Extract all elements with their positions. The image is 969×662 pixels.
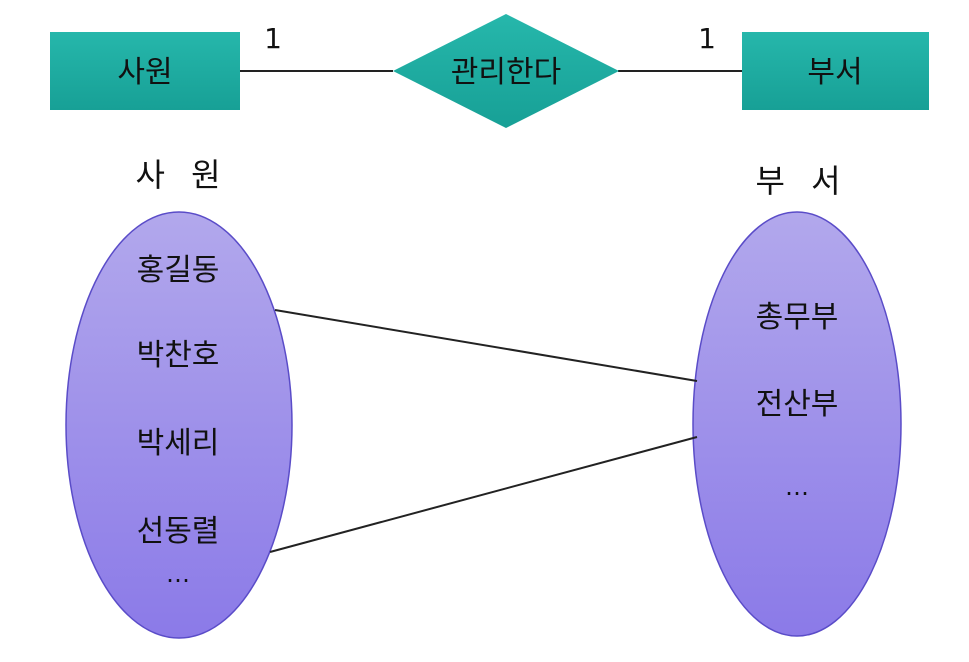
department-set-ellipse bbox=[692, 211, 902, 637]
entity-department: 부서 bbox=[742, 32, 929, 110]
employee-member: 박찬호 bbox=[137, 338, 220, 373]
cardinality-left: 1 bbox=[264, 22, 282, 55]
employee-set-ellipse bbox=[65, 211, 293, 639]
mapping-line-2 bbox=[269, 436, 698, 553]
department-member-more: … bbox=[785, 473, 809, 501]
entity-department-box bbox=[742, 32, 929, 110]
mapping-line-1 bbox=[274, 309, 698, 382]
relationship-manages: 관리한다 bbox=[393, 14, 619, 128]
entity-employee-label: 사원 bbox=[117, 55, 172, 90]
entity-employee: 사원 bbox=[50, 32, 240, 110]
entity-employee-box bbox=[50, 32, 240, 110]
employee-member: 홍길동 bbox=[137, 253, 220, 288]
relationship-label: 관리한다 bbox=[451, 55, 561, 90]
set-title-department: 부 서 bbox=[755, 162, 848, 200]
entity-department-label: 부서 bbox=[807, 55, 862, 90]
employee-member-more: … bbox=[166, 560, 190, 588]
set-title-employee: 사 원 bbox=[135, 156, 228, 194]
relationship-diamond bbox=[393, 14, 619, 128]
department-member: 총무부 bbox=[756, 300, 839, 335]
employee-member: 선동렬 bbox=[137, 514, 220, 549]
employee-member: 박세리 bbox=[137, 426, 220, 461]
cardinality-right: 1 bbox=[698, 22, 716, 55]
department-member: 전산부 bbox=[756, 387, 839, 422]
